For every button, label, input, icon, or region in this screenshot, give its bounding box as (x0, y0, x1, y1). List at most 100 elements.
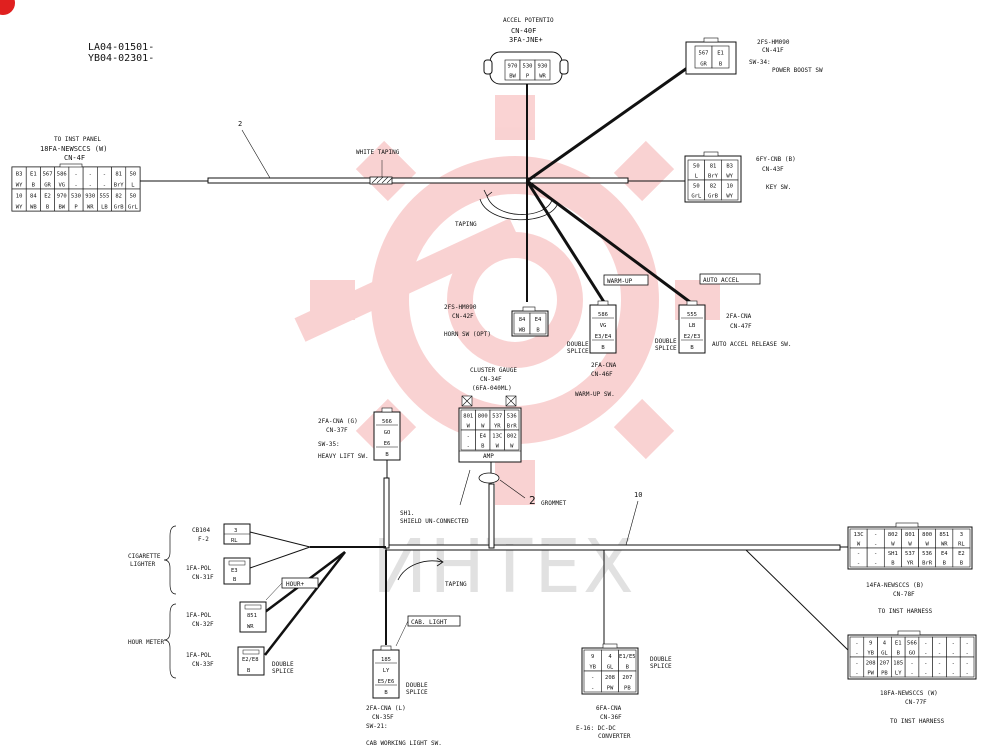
cn34f-pin-label: - (467, 444, 470, 450)
cn4f-type: 18FA-NEWSCCS (W) (40, 145, 107, 153)
cn35f-pin-label: 185 (381, 657, 391, 663)
cn36f-pin-label: 4 (608, 654, 612, 660)
cn37f-b-pin-label: E6 (384, 441, 391, 447)
cn78f-pin-label: - (874, 561, 877, 567)
cn78f-id: CN-78F (893, 591, 915, 598)
cn34f-cell (504, 429, 520, 451)
cn4f-pin-label: 586 (57, 171, 67, 177)
cn4f-pin-label: GrL (128, 204, 139, 210)
grommet-callout: 2 (529, 494, 536, 507)
cn77f-pin-label: E1 (895, 641, 902, 647)
cn36f-pin-label: PW (607, 685, 614, 691)
cn4f-pin-label: - (89, 182, 92, 188)
grommet-icon (478, 472, 500, 484)
cn41f-pin-label: E1 (717, 50, 724, 56)
cn47f-desc: AUTO ACCEL RELEASE SW. (712, 341, 791, 348)
cn4f-pin-label: E1 (30, 171, 37, 177)
hour-tag-label: HOUR+ (286, 581, 304, 588)
cigarette-line2: LIGHTER (130, 561, 156, 568)
cn41f-cell (711, 45, 730, 69)
cn47f-splice1: DOUBLE (655, 338, 677, 345)
connector-cn35f: CAB. LIGHT DOUBLE SPLICE 2FA-CNA (L) CN-… (366, 615, 461, 747)
cn77f-id: CN-77F (905, 699, 927, 706)
cn78f-pin-label: E4 (941, 551, 948, 557)
cn78f-pin-label: 3 (960, 532, 963, 538)
cn78f-pin-label: W (857, 542, 861, 548)
cn78f-pin-label: - (857, 551, 860, 557)
cn77f-pin-label: - (855, 661, 858, 667)
cn43f-desc: KEY SW. (766, 184, 791, 191)
cn4f-pin-label: - (103, 182, 106, 188)
cigarette-line1: CIGARETTE (128, 553, 161, 560)
cn4f-pin-label: 530 (71, 193, 81, 199)
cn42f-desc: HORN SW (OPT) (444, 331, 491, 338)
cn35f-pin-label: LY (383, 668, 390, 674)
cn35f-sw: SW-21: (366, 723, 388, 730)
cn40f-id: CN-40F (511, 27, 536, 35)
cn33f-id: CN-33F (192, 661, 214, 668)
cn77f-pin-label: - (924, 671, 927, 677)
cn31f-color: B (233, 577, 237, 583)
cn78f-desc: TO INST HARNESS (878, 608, 933, 615)
cn78f-pin-label: SH1 (888, 551, 898, 557)
cn36f-cell (618, 670, 637, 693)
cn78f-pin-label: W (925, 542, 929, 548)
cn33f-pin: E2/E8 (242, 657, 259, 663)
cn36f-pin-label: B (626, 664, 630, 670)
cn77f-pin-label: - (952, 661, 955, 667)
lower-taping-label: TAPING (445, 581, 467, 588)
cn42f-pin-label: E4 (535, 317, 542, 323)
cn34f-type: (6FA-040ML) (472, 385, 512, 392)
cn78f-pin-label: - (874, 542, 877, 548)
cn32f-type: 1FA-POL (186, 612, 212, 619)
cn77f-pin-label: - (924, 651, 927, 657)
cn4f-id: CN-4F (64, 154, 85, 162)
cn77f-pin-label: - (938, 661, 941, 667)
cn77f-pin-label: - (938, 641, 941, 647)
cn4f-pin-label: 970 (57, 193, 67, 199)
watermark-text: ИНТЕХ (372, 524, 636, 610)
cn78f-pin-label: B (960, 561, 964, 567)
cn41f-pin-label: GR (700, 61, 707, 67)
cn33f-splice1: DOUBLE (272, 661, 294, 668)
cn78f-pin-label: 537 (905, 551, 915, 557)
cn78f-pin-label: E2 (958, 551, 965, 557)
cn35f-b-pin-label: E5/E6 (378, 679, 395, 685)
cn37f-pin-label: GO (384, 430, 391, 436)
upper-harness-trunk (207, 177, 629, 184)
cn34f-pin-label: 800 (478, 414, 488, 420)
cn43f-pin-label: B3 (726, 164, 733, 170)
cn78f-pin-label: - (857, 561, 860, 567)
cn41f-pin-label: 567 (699, 50, 709, 56)
cn77f-pin-label: - (952, 651, 955, 657)
connector-cn37f: 2FA-CNA (G) CN-37F SW-35: HEAVY LIFT SW. (318, 407, 401, 461)
cn40f-pin-label: 970 (508, 64, 518, 70)
cn43f-pin-label: 50 (693, 164, 700, 170)
cn4f-pin-label: P (74, 204, 78, 210)
cn37f-sw: SW-35: (318, 441, 340, 448)
cn4f-pin-label: 82 (115, 193, 122, 199)
cn34f-title: CLUSTER GAUGE (470, 367, 517, 374)
cn37f-desc: HEAVY LIFT SW. (318, 453, 369, 460)
cn78f-pin-label: 851 (939, 532, 949, 538)
cn4f-top: TO INST PANEL (54, 136, 101, 143)
cn4f-pin-label: 50 (130, 193, 137, 199)
cn4f-pin-label: B3 (16, 171, 23, 177)
cn32f-id: CN-32F (192, 621, 214, 628)
cn41f-id: CN-41F (762, 47, 784, 54)
cn4f-pin-label: 10 (16, 193, 23, 199)
lower-taping-arrow-icon (397, 557, 444, 581)
cn37f-type: 2FA-CNA (G) (318, 418, 358, 425)
hour-meter-brace (163, 603, 177, 679)
cn77f-pin-label: - (938, 671, 941, 677)
cn77f-pin-label: - (965, 641, 968, 647)
cn4f-cell (125, 188, 141, 212)
cn41f-pin-label: B (719, 61, 723, 67)
cn77f-pin-label: B (897, 651, 901, 657)
cn43f-pin-label: WY (726, 194, 733, 200)
cigarette-brace (163, 525, 177, 595)
cn43f-type: 6FY-CNB (B) (756, 156, 796, 163)
cn78f-pin-label: BrR (922, 561, 933, 567)
cn78f-pin-label: - (874, 551, 877, 557)
